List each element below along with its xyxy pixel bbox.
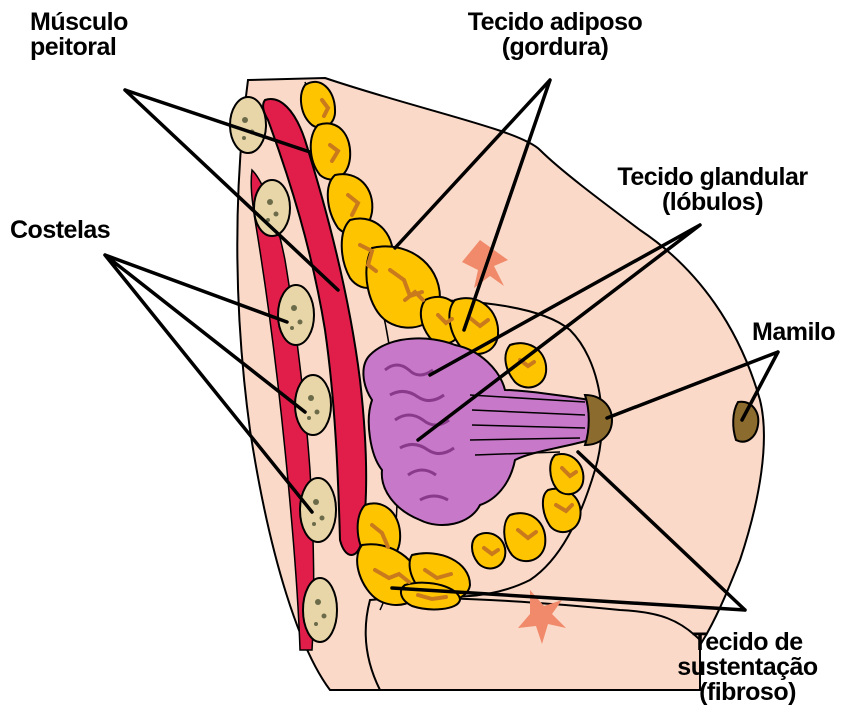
rib [300, 478, 336, 542]
label-line: sustentação [660, 655, 835, 680]
label-line: Mamilo [752, 320, 835, 345]
label-costelas: Costelas [10, 218, 110, 243]
label-line: Costelas [10, 218, 110, 243]
label-line: Músculo [30, 10, 128, 35]
label-line: peitoral [30, 35, 128, 60]
label-line: Tecido adiposo [460, 10, 650, 35]
label-tecido-sustentacao: Tecido de sustentação (fibroso) [660, 630, 835, 705]
label-line: Tecido de [660, 630, 835, 655]
label-line: (lóbulos) [600, 190, 825, 215]
rib [295, 375, 331, 435]
label-line: Tecido glandular [600, 165, 825, 190]
label-tecido-adiposo: Tecido adiposo (gordura) [460, 10, 650, 60]
rib [278, 285, 314, 345]
label-tecido-glandular: Tecido glandular (lóbulos) [600, 165, 825, 215]
rib [230, 97, 266, 153]
label-musculo-peitoral: Músculo peitoral [30, 10, 128, 60]
label-line: (fibroso) [660, 680, 835, 705]
label-mamilo: Mamilo [752, 320, 835, 345]
label-line: (gordura) [460, 35, 650, 60]
nipple-profile [733, 402, 758, 442]
rib [303, 578, 337, 642]
